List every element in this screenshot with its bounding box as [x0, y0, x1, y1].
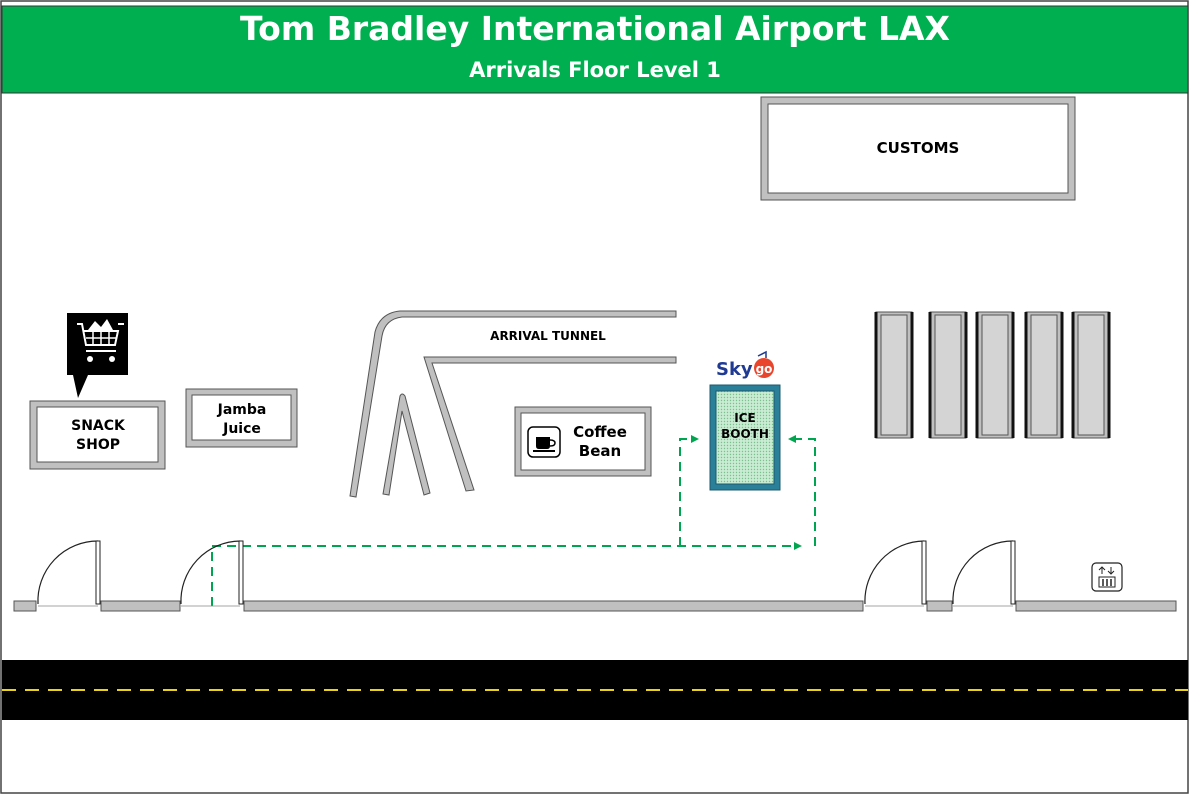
snack-shop[interactable]: SNACK SHOP [29, 400, 166, 470]
coffee-bean-label-line2: Bean [579, 442, 621, 460]
door-2[interactable] [180, 540, 244, 607]
walking-route [211, 435, 816, 606]
baggage-carousel-icon[interactable] [874, 311, 914, 439]
road [2, 660, 1188, 720]
ice-booth-label-line2: BOOTH [721, 427, 769, 441]
map-title: Tom Bradley International Airport LAX [240, 9, 950, 48]
jamba-juice-label-line2: Juice [222, 421, 261, 437]
arrival-tunnel-label: ARRIVAL TUNNEL [490, 329, 606, 343]
jamba-juice-label-line1: Jamba [217, 402, 267, 418]
baggage-carousel-icon[interactable] [975, 311, 1015, 439]
tunnel-wall-wedge [382, 393, 431, 496]
route-left-branch [679, 435, 699, 546]
route-right-branch [788, 435, 816, 546]
snack-shop-label-line2: SHOP [76, 437, 120, 453]
snack-shop-label-line1: SNACK [71, 418, 126, 434]
ice-booth-label-line1: ICE [734, 411, 755, 425]
header-bar [1, 5, 1189, 94]
map-subtitle: Arrivals Floor Level 1 [469, 58, 721, 82]
route-main [211, 542, 802, 606]
customs-label: CUSTOMS [877, 139, 960, 157]
tunnel-wall-outer [349, 310, 677, 498]
door-1[interactable] [37, 540, 101, 607]
baggage-carousel-icon[interactable] [928, 311, 968, 439]
tunnel-wall-inner [423, 356, 677, 492]
customs-area[interactable]: CUSTOMS [760, 96, 1076, 201]
baggage-carousel-icon[interactable] [1024, 311, 1064, 439]
baggage-carousels [874, 311, 1111, 439]
elevator-icon[interactable] [1091, 562, 1123, 592]
building-wall [13, 600, 1177, 612]
arrival-tunnel[interactable]: ARRIVAL TUNNEL [349, 310, 677, 498]
door-4[interactable] [952, 540, 1016, 607]
baggage-carousel-icon[interactable] [1071, 311, 1111, 439]
skygo-logo-sky: Sky [716, 359, 753, 380]
coffee-bean-label-line1: Coffee [573, 423, 627, 441]
jamba-juice[interactable]: Jamba Juice [185, 388, 298, 448]
skygo-logo: Sky go [716, 350, 774, 380]
shopping-cart-icon [67, 313, 128, 398]
ice-booth[interactable]: ICE BOOTH [709, 384, 781, 491]
coffee-cup-icon [527, 426, 561, 458]
skygo-logo-go: go [756, 362, 773, 376]
door-3[interactable] [864, 540, 927, 607]
coffee-bean[interactable]: Coffee Bean [514, 406, 652, 477]
